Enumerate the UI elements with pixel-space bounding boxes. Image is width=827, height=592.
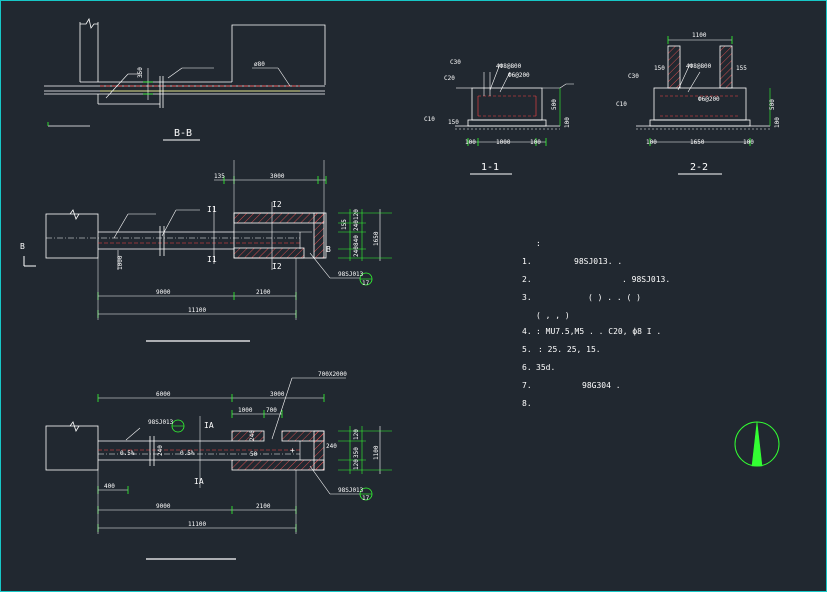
dim-9000-p2: 9000 — [156, 503, 171, 510]
dim-1650: 1650 — [690, 139, 705, 146]
note-7-num: 7. — [522, 381, 532, 390]
dim-1650-v: 1650 — [373, 231, 380, 246]
ref-98sj013-b: 98SJ013 — [148, 419, 174, 426]
note-2-num: 2. — [522, 275, 532, 284]
rebar-1b: 4Ф8@800 — [686, 63, 712, 70]
ref-98sj013-a: 98SJ013 — [338, 271, 364, 278]
dim-120-p2: 120 — [353, 429, 360, 440]
dim-100b: 100 — [530, 139, 541, 146]
dim-2100: 2100 — [256, 289, 271, 296]
dim-400: 400 — [104, 483, 115, 490]
dim-240-p2c: 240 — [326, 443, 337, 450]
notes-block: : 1. 98SJ013. . 2. . 98SJ013. 3. ( ) . .… — [522, 239, 670, 408]
dim-500: 500 — [551, 99, 558, 110]
dim-240: 240 — [353, 220, 360, 231]
hole-700x2000: 700X2000 — [318, 371, 347, 378]
rebar-2b: Ф6@200 — [698, 96, 720, 103]
slope-1: 0.5% — [120, 450, 135, 457]
c30-label: C30 — [450, 59, 461, 66]
dim-11100-p2: 11100 — [188, 521, 206, 528]
b-right: B — [326, 245, 331, 254]
section-11-title: 1-1 — [481, 162, 499, 173]
note-4-text: : MU7.5,M5 . . C20, ф8 I . — [536, 327, 661, 336]
dim-135: 135 — [214, 173, 225, 180]
cut-1-top: I1 — [207, 205, 217, 214]
dim-840: 840 — [353, 235, 360, 246]
cut-2-top: I2 — [272, 200, 282, 209]
dim-100c: 100 — [774, 117, 781, 128]
dim-150: 150 — [448, 119, 459, 126]
dim-155: 155 — [341, 219, 348, 230]
rebar-2: Ф6@200 — [508, 72, 530, 79]
dim-2100-p2: 2100 — [256, 503, 271, 510]
dim-1100-top: 1100 — [692, 32, 707, 39]
dim-240-p2b: 240 — [249, 430, 256, 441]
notes-heading: : — [536, 239, 541, 248]
dim-100e: 100 — [743, 139, 754, 146]
dim-240-p2a: 240 — [157, 445, 164, 456]
note-5-text: : 25. 25, 15. — [538, 345, 601, 354]
dim-100a: 100 — [465, 139, 476, 146]
note-8-num: 8. — [522, 399, 532, 408]
c30-label-2: C30 — [628, 73, 639, 80]
north-arrow-icon — [734, 421, 780, 467]
dim-500b: 500 — [769, 99, 776, 110]
plan-1: I1 I1 I2 I2 B B 1000 98SJ013 17 135 3000 — [20, 160, 392, 342]
c10-label-2: C10 — [616, 101, 627, 108]
dim-240b: 240 — [353, 246, 360, 257]
dim-9000: 9000 — [156, 289, 171, 296]
dim-155-t: 155 — [736, 65, 747, 72]
phi80-label: ø80 — [254, 61, 265, 68]
cut-2-bot: I2 — [272, 262, 282, 271]
note-1-text: 98SJ013. . — [574, 257, 622, 266]
note-4-num: 4. — [522, 327, 532, 336]
note-6-text: 35d. — [536, 363, 555, 372]
cut-1-bot: I1 — [207, 255, 217, 264]
section-bb-title: B-B — [174, 128, 192, 139]
note-6-num: 6. — [522, 363, 532, 372]
dim-350: 350 — [137, 67, 144, 78]
detail-1-1: C30 C20 C10 4Ф8@800 Ф6@200 500 100 1000 … — [424, 59, 574, 175]
dim-700: 700 — [266, 407, 277, 414]
dim-120b-p2: 120 — [353, 459, 360, 470]
dim-1000-v: 1000 — [117, 255, 124, 270]
section-bb: 350 ø80 B-B — [44, 17, 326, 141]
dim-120: 120 — [353, 209, 360, 220]
note-2-text: . 98SJ013. — [622, 275, 670, 284]
note-3-num: 3. — [522, 293, 532, 302]
section-22-title: 2-2 — [690, 162, 708, 173]
b-left: B — [20, 242, 25, 251]
dim-350-p2: 350 — [353, 447, 360, 458]
cut-a-bot: IA — [194, 477, 204, 486]
dim-3000: 3000 — [270, 173, 285, 180]
slope-2: 0.5% — [180, 450, 195, 457]
dim-100d: 100 — [646, 139, 657, 146]
cut-a-top: IA — [204, 421, 214, 430]
ref-17-c: 17 — [362, 495, 370, 502]
dim-6000: 6000 — [156, 391, 171, 398]
dim-1000-p2: 1000 — [238, 407, 253, 414]
dim-1100-p2: 1100 — [373, 445, 380, 460]
note-1-num: 1. — [522, 257, 532, 266]
note-3-text: ( ) . . ( ) — [588, 293, 641, 302]
dim-1000: 1000 — [496, 139, 511, 146]
cross-mark: + — [290, 446, 295, 455]
detail-2-2: 1100 C30 C10 4Ф8@800 Ф6@200 150 155 500 … — [616, 32, 781, 175]
dim-100: 100 — [564, 117, 571, 128]
plan-2: + IA IA 98SJ013 0.5% 0.5% 240 240 50 700… — [45, 371, 392, 560]
ref-98sj013-c: 98SJ013 — [338, 487, 364, 494]
note-5-num: 5. — [522, 345, 532, 354]
dim-3000-p2: 3000 — [270, 391, 285, 398]
rebar-1: 4Ф8@800 — [496, 63, 522, 70]
dim-150-t: 150 — [654, 65, 665, 72]
dim-11100: 11100 — [188, 307, 206, 314]
c10-label: C10 — [424, 116, 435, 123]
note-7-text: 98G304 . — [582, 381, 621, 390]
dim-50: 50 — [250, 451, 258, 458]
ref-17-a: 17 — [362, 280, 370, 287]
c20-label: C20 — [444, 75, 455, 82]
note-3b-text: ( , , ) — [536, 311, 570, 320]
